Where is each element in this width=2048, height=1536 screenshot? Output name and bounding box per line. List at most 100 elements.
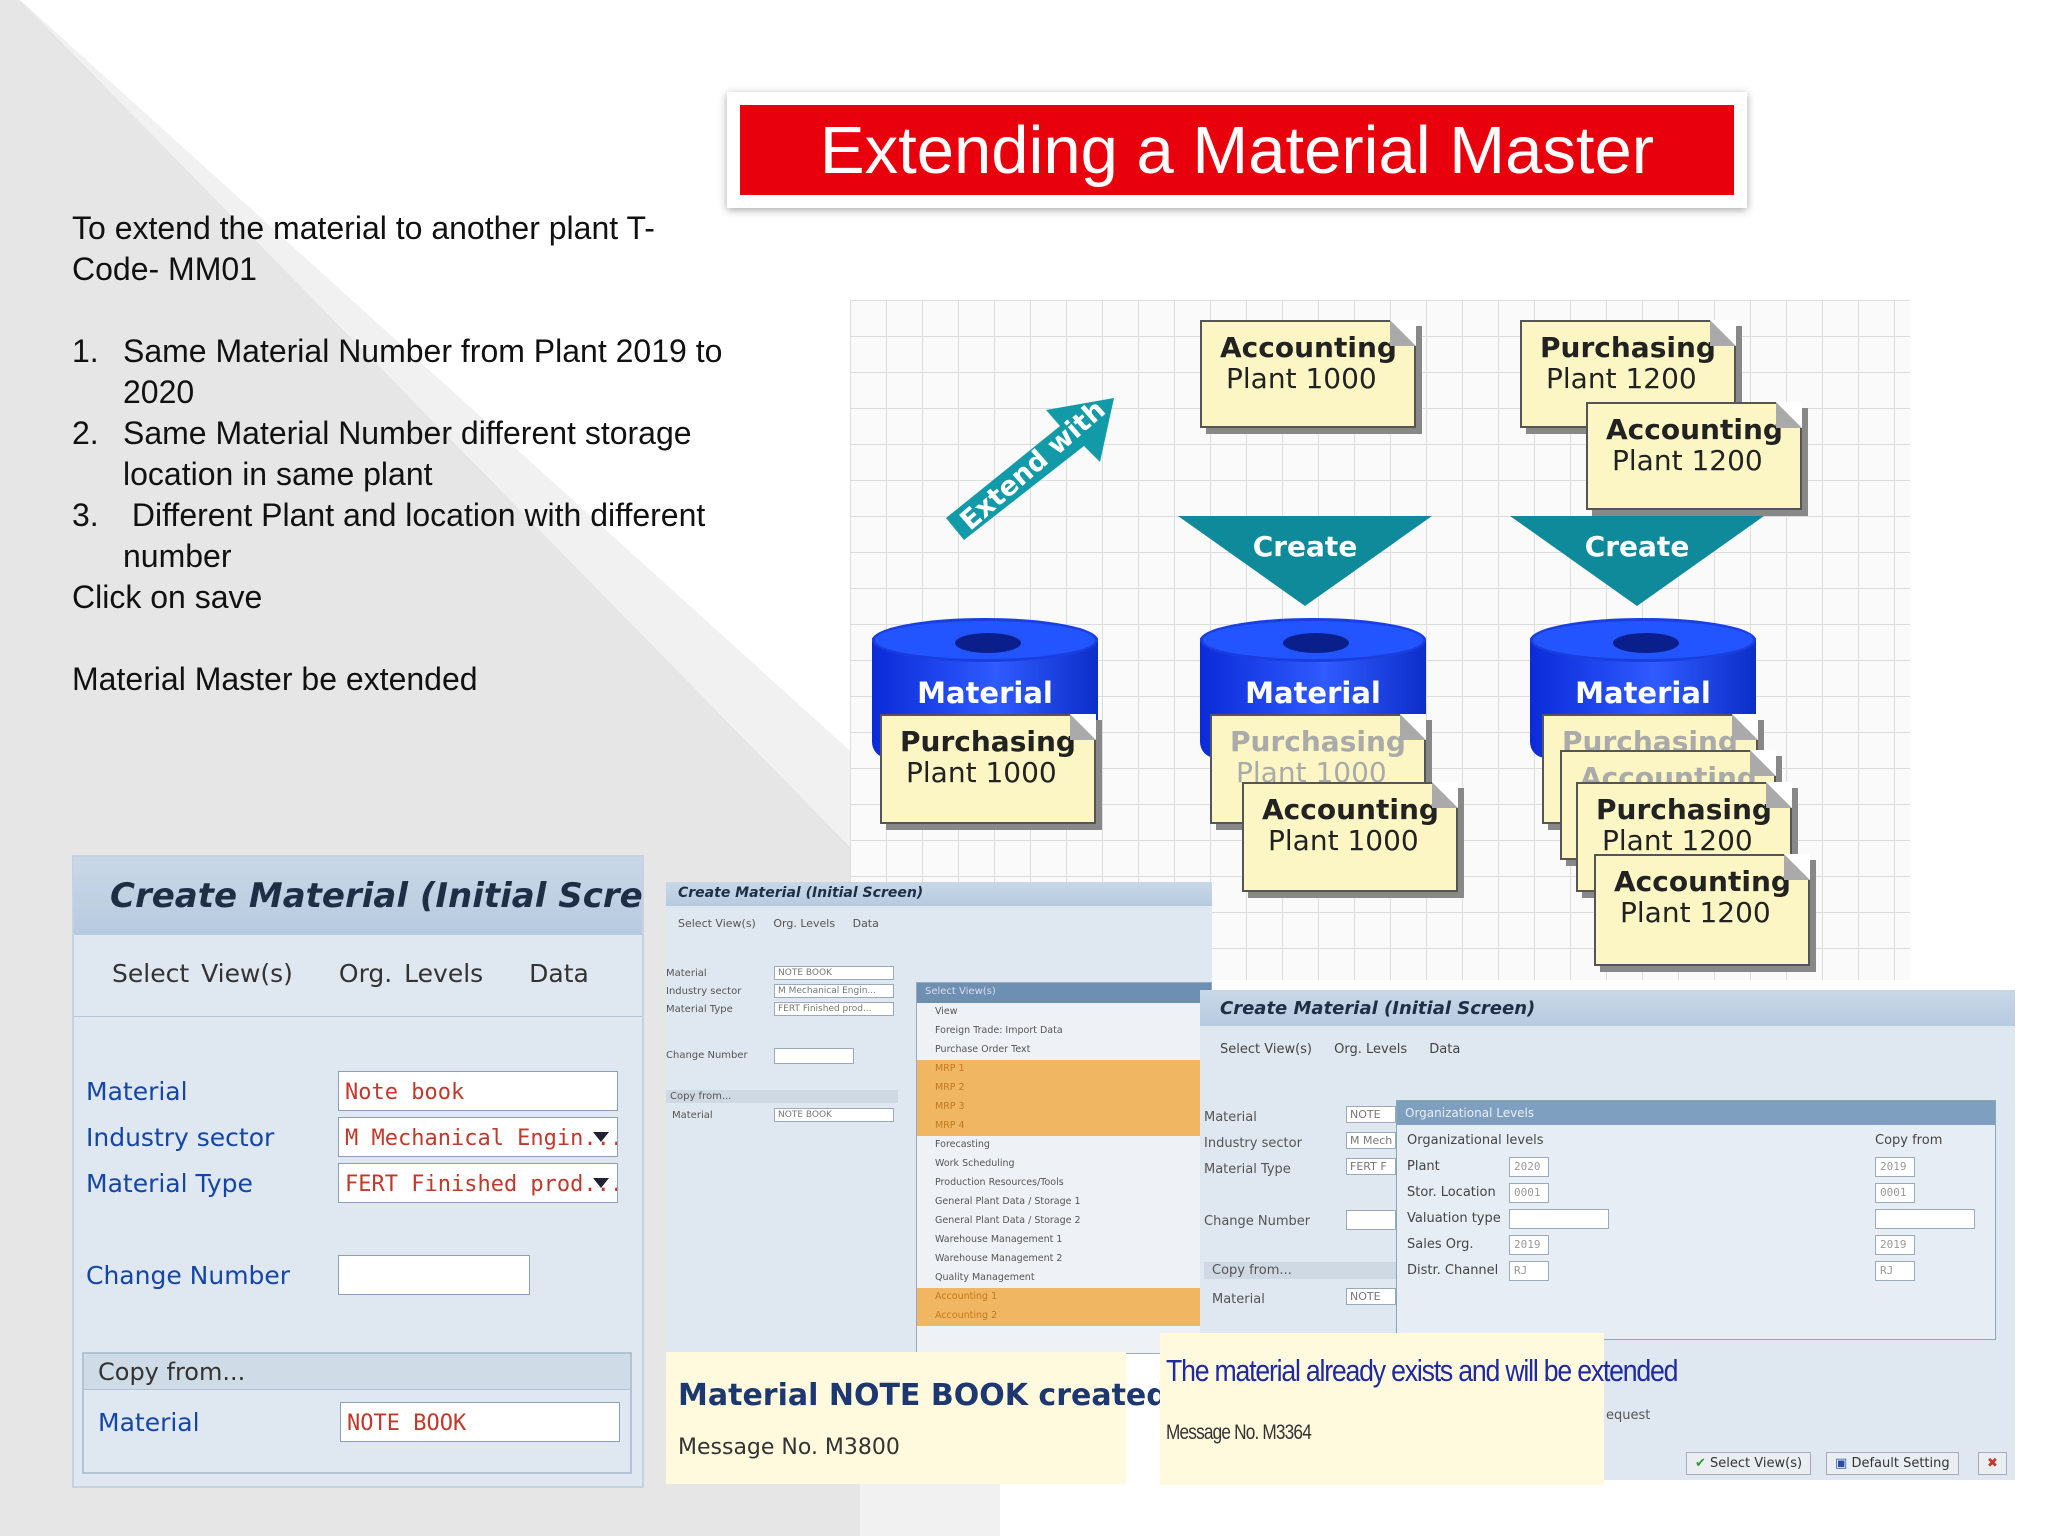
note-accounting-plant-1200: Accounting Plant 1200 — [1594, 854, 1810, 966]
industry-sector-select[interactable]: M Mechanical Engin... — [774, 984, 894, 998]
org-levels-button[interactable]: Org. Levels — [338, 959, 484, 988]
change-number-label: Change Number — [666, 1050, 748, 1061]
copy-material-input[interactable]: NOTE — [1346, 1288, 1396, 1305]
copy-from-input[interactable]: RJ — [1875, 1261, 1915, 1281]
extension-diagram: Extend with Accounting Plant 1000 Purcha… — [850, 300, 1910, 980]
copy-from-header: Copy from — [1875, 1133, 1943, 1148]
intro-text-block: To extend the material to another plant … — [72, 208, 732, 700]
material-label: Material — [1204, 1110, 1257, 1125]
note-subtitle: Plant 1000 — [906, 756, 1057, 789]
select-views-dialog: Select View(s) View Foreign Trade: Impor… — [916, 982, 1212, 1354]
create-arrow-icon — [1510, 516, 1764, 606]
copy-from-input[interactable] — [1875, 1209, 1975, 1229]
view-list-item[interactable]: MRP 2 — [917, 1079, 1211, 1098]
view-list-item[interactable]: Work Scheduling — [935, 1158, 1015, 1169]
view-list-item[interactable]: Forecasting — [935, 1139, 990, 1150]
material-input[interactable]: NOTE BOOK — [774, 966, 894, 980]
view-list-item[interactable]: Purchase Order Text — [935, 1044, 1031, 1055]
material-type-select[interactable]: FERT Finished prod... — [774, 1002, 894, 1016]
screen-title: Create Material (Initial Screen) — [666, 882, 1212, 906]
dropdown-arrow-icon[interactable] — [593, 1178, 609, 1188]
note-title: Purchasing — [1230, 725, 1406, 758]
create-label: Create — [1584, 530, 1690, 563]
select-views-dialog-button[interactable]: ✔ Select View(s) — [1686, 1452, 1812, 1475]
view-list-item[interactable]: Accounting 1 — [917, 1288, 1211, 1307]
intro-text: To extend the material to another plant … — [72, 210, 655, 287]
note-subtitle: Plant 1000 — [1226, 362, 1377, 395]
industry-sector-select[interactable]: M Mechanical Engin... — [338, 1117, 618, 1157]
material-type-select[interactable]: FERT F — [1346, 1158, 1396, 1175]
view-list-item[interactable]: MRP 3 — [917, 1098, 1211, 1117]
note-subtitle: Plant 1000 — [1268, 824, 1419, 857]
button-label: Select View(s) — [1710, 1456, 1803, 1471]
org-level-input[interactable]: RJ — [1509, 1261, 1549, 1281]
view-list-item[interactable]: Foreign Trade: Import Data — [935, 1025, 1063, 1036]
extend-arrow-icon — [946, 398, 1114, 540]
select-views-button[interactable]: Select View(s) — [678, 917, 756, 930]
step-number: 3. — [72, 497, 99, 533]
note-accounting-plant-1000: Accounting Plant 1000 — [1200, 320, 1416, 428]
note-subtitle: Plant 1200 — [1612, 444, 1763, 477]
copy-from-input[interactable]: 2019 — [1875, 1235, 1915, 1255]
view-list-item[interactable]: General Plant Data / Storage 2 — [935, 1215, 1081, 1226]
org-levels-button[interactable]: Org. Levels — [773, 917, 836, 930]
create-arrow: Create — [1510, 516, 1764, 606]
material-input[interactable]: NOTE — [1346, 1106, 1396, 1123]
org-levels-button[interactable]: Org. Levels — [1334, 1042, 1408, 1057]
note-accounting-plant-1000: Accounting Plant 1000 — [1242, 782, 1458, 892]
material-type-value: FERT Finished prod... — [345, 1172, 618, 1197]
cancel-icon[interactable]: ✖ — [1978, 1452, 2007, 1475]
note-title: Accounting — [1614, 865, 1791, 898]
step-item: 2.Same Material Number different storage… — [72, 413, 732, 495]
industry-sector-select[interactable]: M Mech — [1346, 1132, 1396, 1149]
org-level-input[interactable] — [1509, 1209, 1609, 1229]
select-views-button[interactable]: Select View(s) — [1220, 1042, 1313, 1057]
step-text: Different Plant and location with differ… — [123, 497, 715, 574]
default-setting-button[interactable]: ▣ Default Setting — [1826, 1452, 1959, 1475]
copy-from-input[interactable]: 2019 — [1875, 1157, 1915, 1177]
message-code: Message No. M3364 — [1166, 1421, 1312, 1444]
material-input[interactable]: Note book — [338, 1071, 618, 1111]
material-type-select[interactable]: FERT Finished prod... — [338, 1163, 618, 1203]
select-views-button[interactable]: Select View(s) — [112, 959, 293, 988]
view-list-item[interactable]: MRP 4 — [917, 1117, 1211, 1136]
note-title: Accounting — [1606, 413, 1783, 446]
partial-text: equest — [1606, 1408, 1651, 1423]
data-button[interactable]: Data — [1429, 1042, 1461, 1057]
view-list-item[interactable]: General Plant Data / Storage 1 — [935, 1196, 1081, 1207]
note-title: Purchasing — [1596, 793, 1772, 826]
copy-from-group: Copy from... Material NOTE BOOK — [82, 1352, 632, 1474]
view-list-item[interactable]: Warehouse Management 2 — [935, 1253, 1063, 1264]
view-list-item[interactable]: MRP 1 — [917, 1060, 1211, 1079]
view-list-item[interactable]: Accounting 2 — [917, 1307, 1211, 1326]
copy-from-input[interactable]: 0001 — [1875, 1183, 1915, 1203]
conclusion-text: Material Master be extended — [72, 661, 478, 697]
copy-material-input[interactable]: NOTE BOOK — [340, 1402, 620, 1442]
view-list-item[interactable]: Warehouse Management 1 — [935, 1234, 1063, 1245]
change-number-label: Change Number — [1204, 1214, 1311, 1229]
view-list-item[interactable]: Quality Management — [935, 1272, 1035, 1283]
title-banner: Extending a Material Master — [727, 92, 1747, 208]
industry-sector-value: M Mechanical Engin... — [345, 1126, 618, 1151]
org-level-input[interactable]: 2020 — [1509, 1157, 1549, 1177]
data-button[interactable]: Data — [852, 917, 879, 930]
change-number-input[interactable] — [1346, 1210, 1396, 1230]
copy-from-title: Copy from... — [1204, 1262, 1396, 1279]
step-number: 1. — [72, 333, 99, 369]
change-number-input[interactable] — [338, 1255, 530, 1295]
note-title: Accounting — [1220, 331, 1397, 364]
change-number-input[interactable] — [774, 1048, 854, 1064]
data-button[interactable]: Data — [529, 959, 589, 988]
org-level-input[interactable]: 0001 — [1509, 1183, 1549, 1203]
copy-material-input[interactable]: NOTE BOOK — [774, 1108, 894, 1122]
org-level-input[interactable]: 2019 — [1509, 1235, 1549, 1255]
note-subtitle: Plant 1200 — [1546, 362, 1697, 395]
status-message-extended: The material already exists and will be … — [1160, 1333, 1678, 1485]
screen-title: Create Material (Initial Screen) — [1200, 990, 2015, 1026]
dropdown-arrow-icon[interactable] — [593, 1132, 609, 1142]
note-purchasing-plant-1000: Purchasing Plant 1000 — [880, 714, 1096, 824]
org-level-label: Valuation type — [1407, 1211, 1501, 1226]
view-list-item[interactable]: Production Resources/Tools — [935, 1177, 1064, 1188]
copy-from-title: Copy from... — [666, 1090, 898, 1103]
